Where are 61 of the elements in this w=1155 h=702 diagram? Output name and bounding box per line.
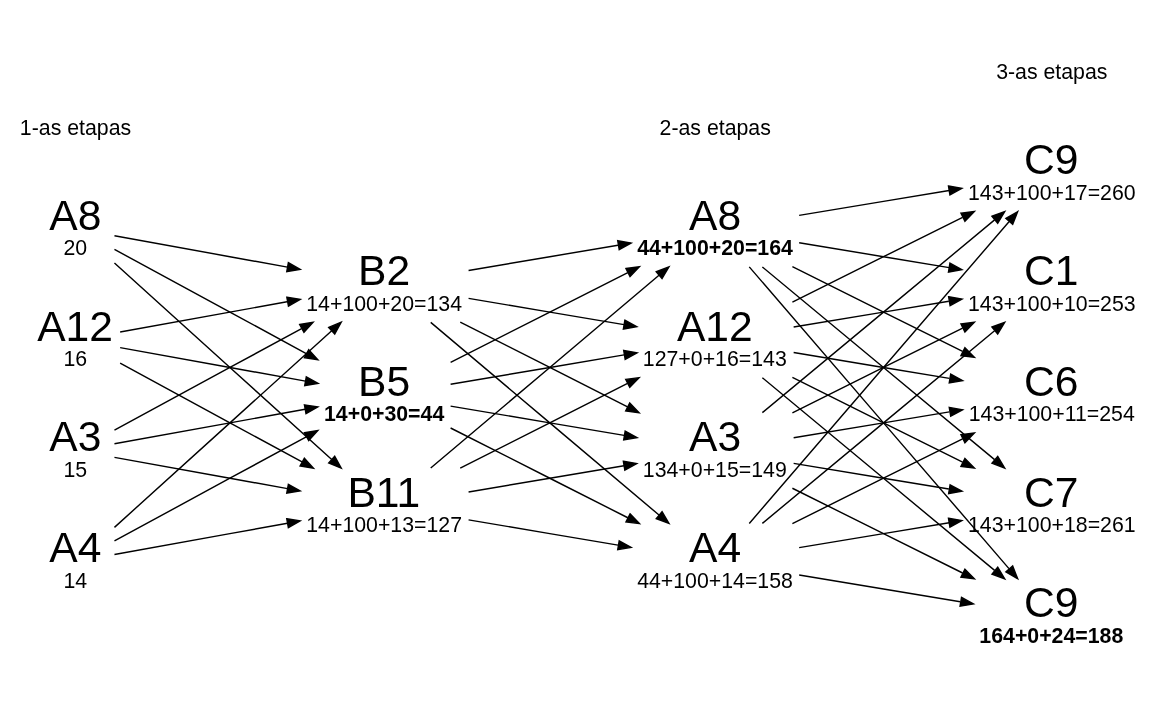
arrow [761, 376, 1007, 580]
arrow [119, 346, 321, 386]
arrow [113, 456, 303, 494]
node-text: A8 20 [49, 190, 102, 260]
arrow [791, 320, 977, 414]
arrow [467, 518, 634, 550]
node-text: A8 44+100+20=164 [637, 190, 793, 260]
arrow [467, 239, 634, 271]
arrow [113, 403, 320, 444]
arrow [792, 351, 965, 384]
arrow [113, 248, 320, 361]
arrow [791, 487, 977, 580]
arrow [113, 234, 303, 272]
arrow [449, 265, 642, 363]
arrow [113, 261, 343, 470]
arrow [430, 265, 671, 469]
node-text: B11 14+100+13=127 [306, 467, 463, 537]
arrow [113, 320, 343, 528]
arrow [761, 265, 1007, 469]
node-text: C1 143+100+10=253 [968, 245, 1136, 316]
arrow [792, 295, 965, 328]
node-text: A4 14 [49, 522, 102, 593]
arrow [798, 516, 964, 548]
node-text: C9 143+100+17=260 [968, 134, 1136, 205]
node-text: A3 15 [49, 411, 102, 482]
arrow [119, 295, 303, 333]
arrow [119, 362, 316, 469]
arrow [449, 349, 640, 385]
node-text: B5 14+0+30=44 [324, 356, 445, 426]
label: 1-as etapas [19, 115, 132, 140]
arrow [467, 459, 639, 493]
label: 3-as etapas [996, 59, 1108, 84]
arrow [459, 320, 642, 414]
node-text: A3 134+0+15=149 [642, 411, 787, 482]
arrow [449, 404, 640, 441]
arrow [113, 429, 320, 542]
arrow [748, 209, 1020, 524]
arrow [791, 210, 977, 303]
arrow [791, 265, 977, 358]
node-text: A4 44+100+14=158 [637, 522, 793, 593]
label: 2-as etapas [659, 115, 771, 140]
arrow [798, 573, 976, 607]
arrow [792, 406, 965, 438]
node-text: C7 143+100+18=261 [968, 467, 1136, 537]
arrow [449, 426, 642, 525]
node-text: A12 127+0+16=143 [642, 300, 787, 371]
node-text: C9 164+0+24=188 [979, 577, 1124, 648]
arrow [459, 376, 642, 469]
arrow [761, 209, 1007, 413]
arrow [748, 265, 1020, 580]
node-text: A12 16 [37, 300, 113, 371]
arrow [792, 462, 965, 494]
arrow [798, 241, 964, 273]
arrow [430, 321, 671, 525]
node-text: C6 143+100+11=254 [968, 356, 1135, 426]
arrow [761, 320, 1007, 524]
arrow [798, 184, 964, 216]
arrow [113, 320, 315, 431]
arrow [467, 297, 639, 330]
arrow [113, 517, 303, 555]
node-text: B2 14+100+20=134 [306, 245, 463, 316]
